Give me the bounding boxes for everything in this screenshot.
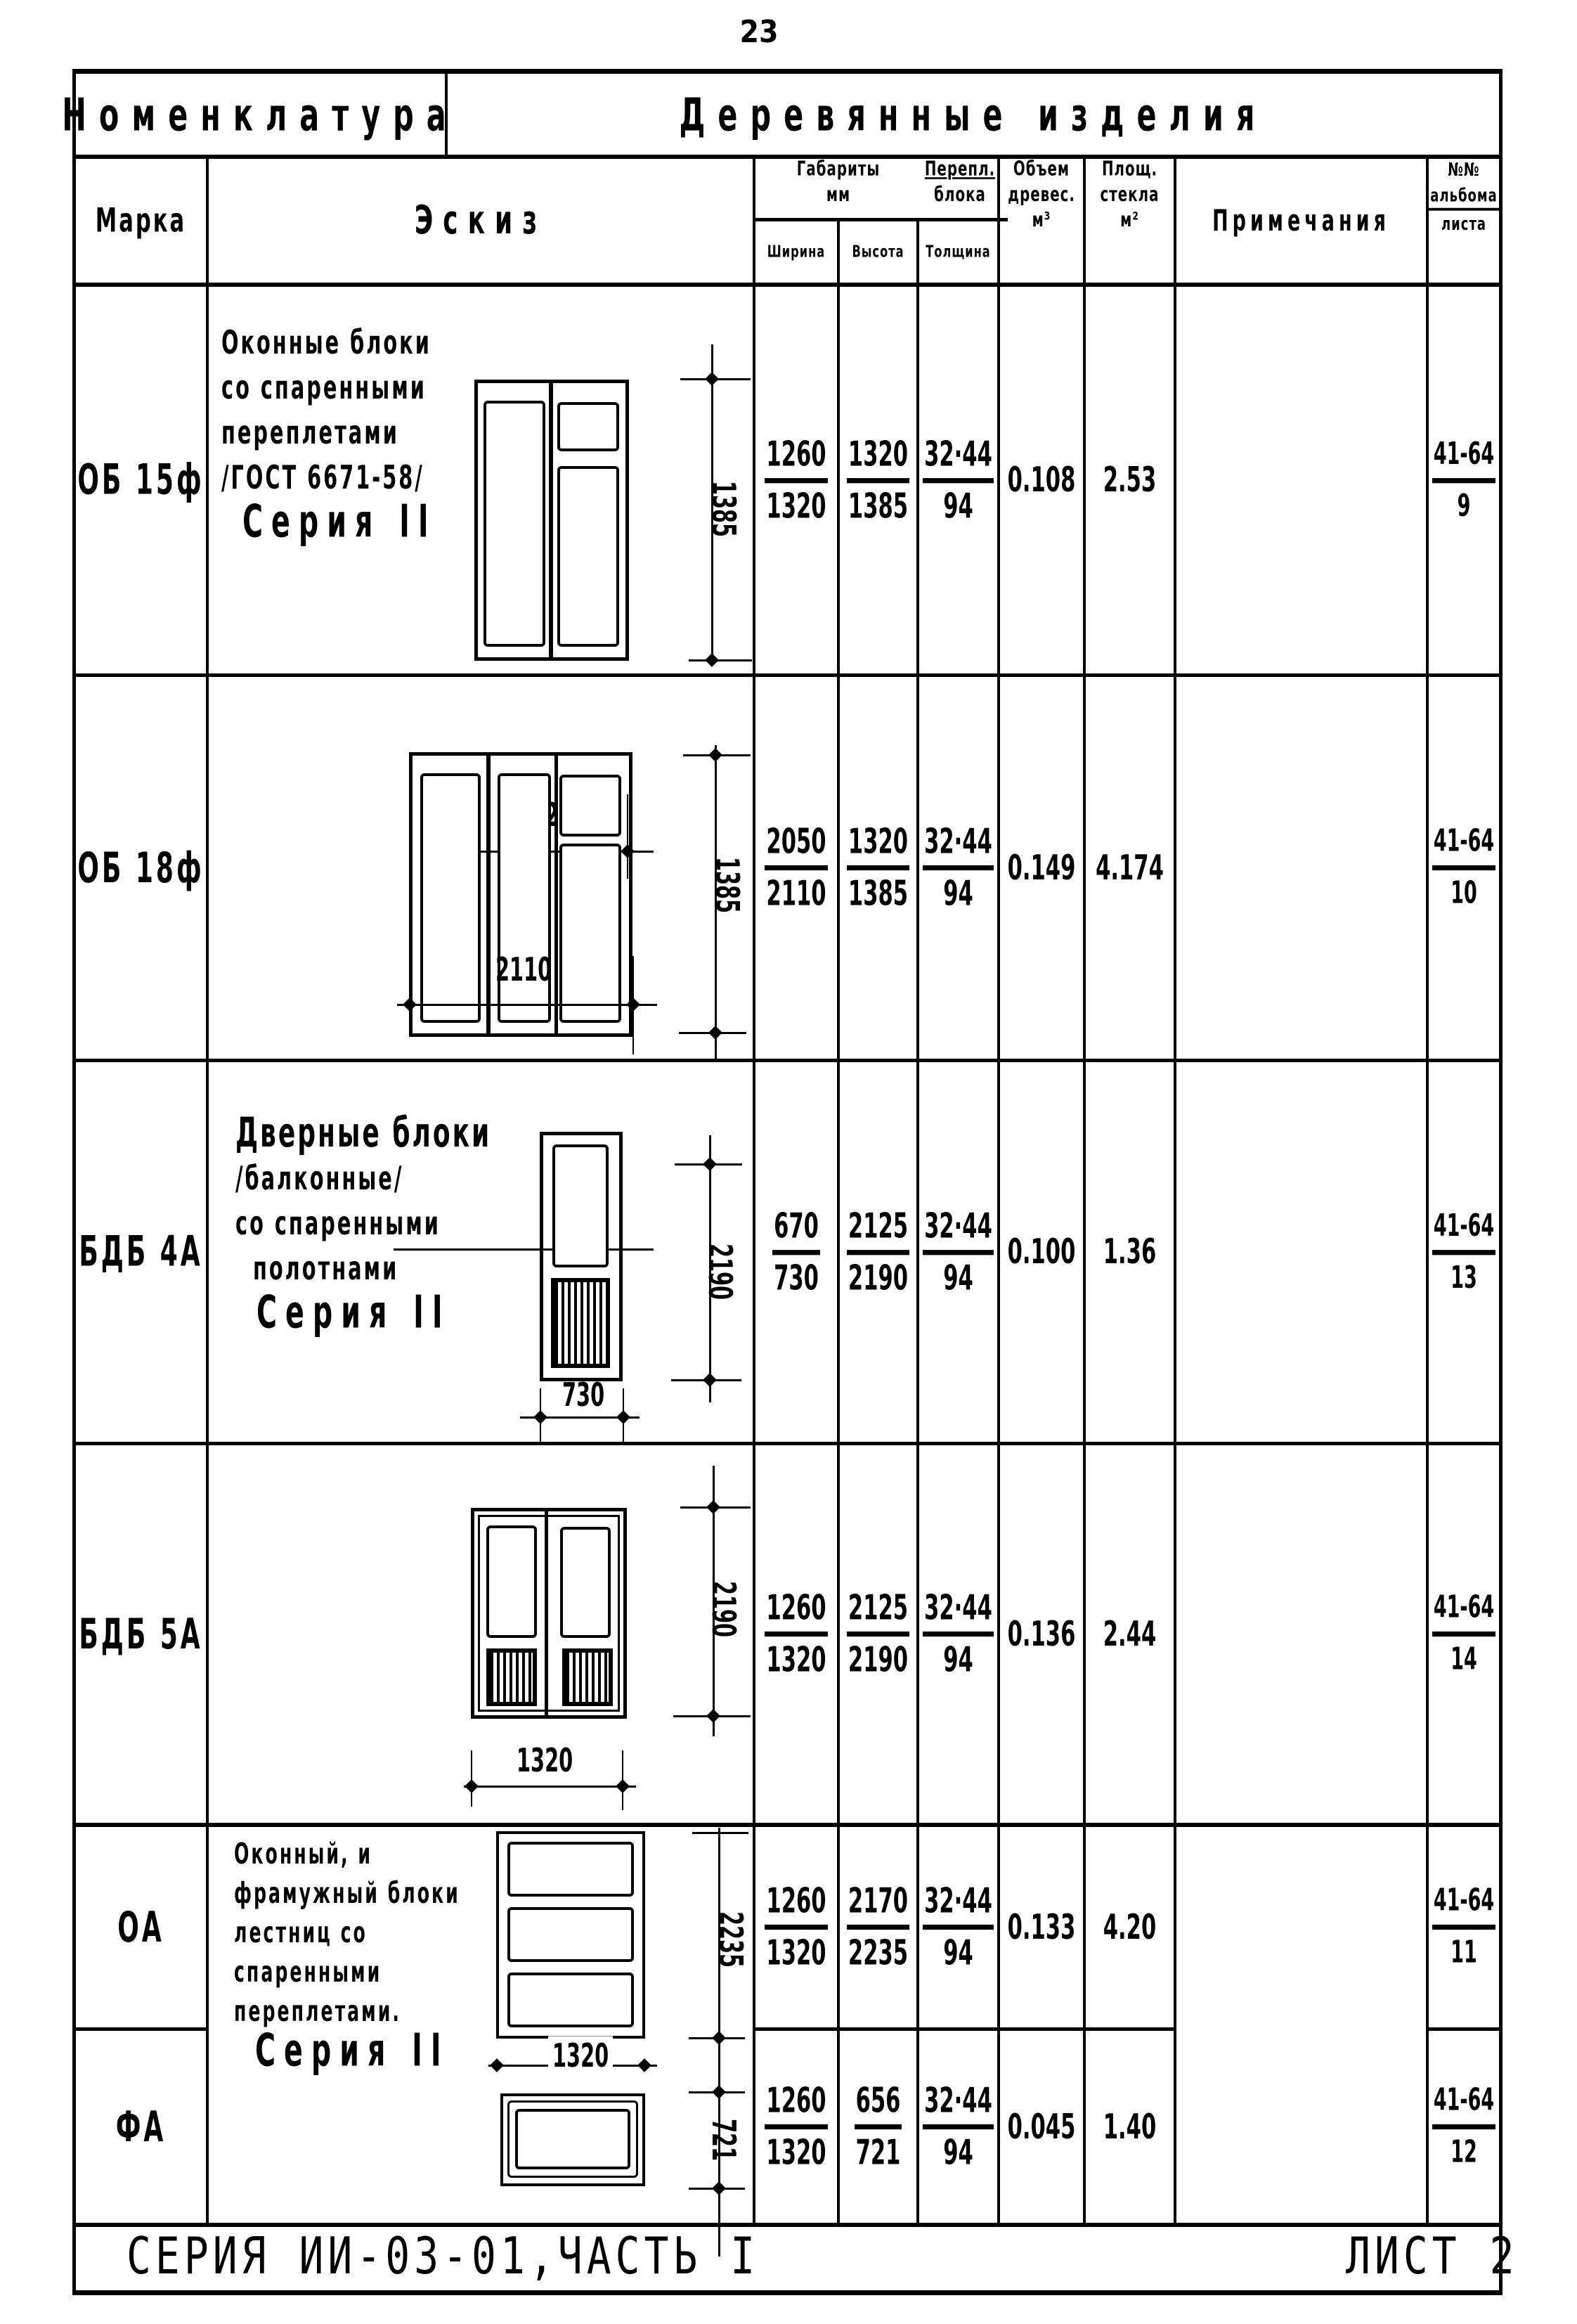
footer-series: СЕРИЯ ИИ-03-01,ЧАСТЬ I: [126, 2226, 760, 2286]
column-header-album: №№ альбома листа: [1429, 157, 1499, 236]
row-marka: ОА: [117, 1903, 164, 1951]
cell-glass: 2.53: [1103, 460, 1157, 501]
dimension-width-label: 730: [562, 1375, 605, 1414]
cell-volume: 0.100: [1007, 1232, 1076, 1272]
dimension-width-label: 2110: [495, 950, 552, 989]
cell-notes: [1176, 1988, 1426, 2266]
page-number: 23: [739, 14, 779, 50]
column-header-notes: Примечания: [1212, 203, 1390, 238]
cell-volume: 0.136: [1007, 1613, 1076, 1655]
cell-volume: 0.149: [1007, 847, 1076, 889]
row-marka: ФА: [115, 2103, 167, 2151]
column-header-thickness: Толщина: [926, 242, 991, 262]
footer-sheet: ЛИСТ 2: [1346, 2226, 1519, 2286]
dimension-height-label: 1385: [708, 856, 747, 914]
dimension-width-label: 1320: [548, 2036, 614, 2075]
cell-glass: 2.44: [1103, 1613, 1157, 1655]
document-title: Деревянные изделия: [679, 87, 1268, 141]
column-header-glass: Площ. стекла м²: [1100, 157, 1160, 232]
dimension-height-label: 2235: [711, 1911, 751, 1968]
row-description: Дверные блоки /балконные/ со спаренными …: [235, 1109, 492, 1339]
dimension-width-label: 1320: [517, 1741, 573, 1780]
column-header-gabarity: Габариты мм: [796, 157, 881, 207]
cell-volume: 0.108: [1007, 460, 1076, 501]
column-header-width: Ширина: [767, 242, 826, 262]
row-marka: ОБ 15ф: [77, 456, 205, 505]
row-marka: ОБ 18ф: [77, 844, 205, 892]
row-description: Оконные блоки со спаренными переплетами …: [221, 323, 437, 548]
dimension-height-label: 721: [704, 2118, 744, 2162]
row-marka: БДБ 5А: [79, 1610, 203, 1658]
nomenclature-label: Номенклатура: [62, 87, 459, 141]
cell-volume: 0.133: [1007, 1906, 1076, 1948]
column-header-sketch: Эскиз: [414, 198, 547, 244]
column-header-height: Высота: [852, 242, 904, 262]
cell-glass: 4.20: [1103, 1906, 1157, 1948]
cell-glass: 4.174: [1096, 847, 1164, 889]
dimension-height-label: 1385: [704, 480, 744, 538]
column-header-pereplet: Перепл. блока: [924, 157, 996, 207]
row-description: Оконный, и фрамужный блоки лестниц со сп…: [234, 1837, 460, 2077]
cell-glass: 1.40: [1103, 2106, 1157, 2148]
dimension-height-label: 2190: [701, 1243, 740, 1300]
cell-glass: 1.36: [1103, 1232, 1157, 1272]
dimension-height-label: 2190: [704, 1580, 744, 1638]
column-header-marka: Марка: [95, 201, 187, 240]
cell-volume: 0.045: [1007, 2106, 1076, 2148]
column-header-volume: Объем древес. м³: [1008, 157, 1075, 232]
row-marka: БДБ 4А: [79, 1227, 203, 1277]
